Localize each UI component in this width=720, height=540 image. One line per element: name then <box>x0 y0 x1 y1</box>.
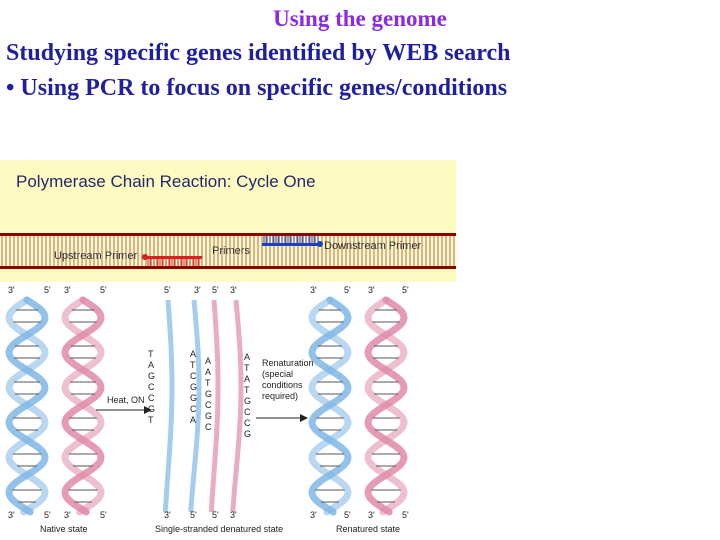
end-label: 5' <box>344 510 351 520</box>
base-letter: C <box>244 407 251 417</box>
end-label: 5' <box>190 510 197 520</box>
template-strand-top <box>0 233 456 236</box>
primers-label: Primers <box>212 245 250 257</box>
downstream-primer-label: Downstream Primer <box>324 240 422 252</box>
base-letter: A <box>205 356 211 366</box>
renaturation-label-3: conditions <box>262 380 303 390</box>
helix-backbone <box>308 296 352 516</box>
end-label: 3' <box>64 510 71 520</box>
base-letter: A <box>148 360 154 370</box>
end-label: 3' <box>64 285 71 295</box>
renatured-state-label: Renatured state <box>336 524 400 534</box>
base-letter: C <box>148 382 155 392</box>
end-label: 5' <box>212 285 219 295</box>
renaturation-label-4: required) <box>262 391 298 401</box>
base-letter: G <box>205 389 212 399</box>
end-label: 5' <box>344 285 351 295</box>
slide-title: Using the genome <box>273 6 447 31</box>
native-state-label: Native state <box>40 524 88 534</box>
end-label: 3' <box>368 285 375 295</box>
base-letter: T <box>244 363 250 373</box>
figure-title: Polymerase Chain Reaction: Cycle One <box>16 172 316 191</box>
upstream-primer-end <box>142 254 148 260</box>
upstream-primer-label: Upstream Primer <box>54 250 138 262</box>
end-label: 5' <box>402 285 409 295</box>
end-label: 3' <box>310 510 317 520</box>
end-label: 3' <box>310 285 317 295</box>
base-letter: T <box>148 415 154 425</box>
base-letter: C <box>205 422 212 432</box>
end-label: 3' <box>368 510 375 520</box>
figure-banner <box>0 160 456 282</box>
renaturation-label-2: (special <box>262 369 293 379</box>
template-strand-bottom <box>0 266 456 269</box>
renaturation-label-1: Renaturation <box>262 358 314 368</box>
end-label: 3' <box>230 510 237 520</box>
end-label: 3' <box>230 285 237 295</box>
base-letter: T <box>148 349 154 359</box>
base-letter: G <box>244 429 251 439</box>
base-letter: G <box>148 404 155 414</box>
renatured-helix-pink <box>364 296 408 516</box>
base-letter: C <box>244 418 251 428</box>
base-letter: C <box>190 404 197 414</box>
slide-line-1: Studying specific genes identified by WE… <box>6 40 511 66</box>
base-letter: G <box>148 371 155 381</box>
end-label: 5' <box>402 510 409 520</box>
heat-arrow-head <box>144 406 152 414</box>
end-label: 3' <box>164 510 171 520</box>
end-label: 5' <box>164 285 171 295</box>
base-letter: A <box>190 349 196 359</box>
helix-backbone <box>61 296 105 516</box>
downstream-primer-ticks <box>263 236 319 243</box>
end-label: 5' <box>100 510 107 520</box>
base-letter: C <box>205 400 212 410</box>
base-letter: C <box>190 371 197 381</box>
base-letter: A <box>190 415 196 425</box>
slide-line-2: • Using PCR to focus on specific genes/c… <box>6 75 508 101</box>
base-letter: T <box>244 385 250 395</box>
end-label: 3' <box>8 510 15 520</box>
base-letter: T <box>190 360 196 370</box>
base-letter: T <box>205 378 211 388</box>
end-label: 3' <box>194 285 201 295</box>
base-letter: G <box>244 396 251 406</box>
single-stranded-label: Single-stranded denatured state <box>155 524 283 534</box>
renatured-helix-blue <box>308 296 352 516</box>
end-label: 5' <box>100 285 107 295</box>
end-label: 5' <box>212 510 219 520</box>
base-letter: C <box>148 393 155 403</box>
base-letter: A <box>244 352 250 362</box>
upstream-primer-bar <box>145 256 202 259</box>
single-strand <box>230 299 244 513</box>
end-label: 3' <box>8 285 15 295</box>
upstream-primer-ticks <box>147 259 200 266</box>
single-strand <box>208 299 221 513</box>
template-dna-band <box>0 233 456 269</box>
heat-label: Heat, ON <box>107 395 145 405</box>
downstream-primer-bar <box>262 243 320 246</box>
renature-arrow-head <box>300 414 308 422</box>
single-strand <box>188 299 202 513</box>
helix-backbone <box>364 296 408 516</box>
native-helix-pink <box>61 296 105 516</box>
base-letter: G <box>190 393 197 403</box>
helix-backbone <box>5 296 49 516</box>
end-label: 5' <box>44 285 51 295</box>
end-label: 5' <box>44 510 51 520</box>
ladder-ticks <box>1 236 455 266</box>
single-strand <box>162 299 175 513</box>
native-helix-blue <box>5 296 49 516</box>
base-letter: A <box>244 374 250 384</box>
base-letter: G <box>205 411 212 421</box>
base-letter: G <box>190 382 197 392</box>
base-letter: A <box>205 367 211 377</box>
